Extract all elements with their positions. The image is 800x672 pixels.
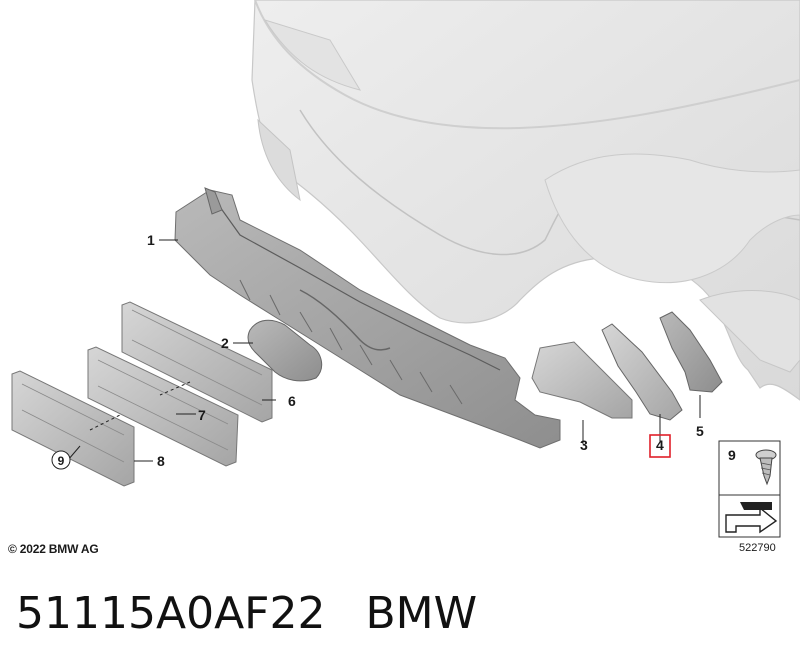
arrow-symbol-icon [725,502,778,534]
callout-9-ring: 9 [51,450,71,470]
callout-3: 3 [580,437,588,453]
hardware-box: 9 [718,440,781,538]
parts-diagram: 1 2 6 7 8 3 4 5 9 9 [11,0,800,538]
screw-icon [755,449,777,486]
part-3-trim-panel [531,341,633,419]
bumper-cover-ghost [251,0,800,401]
part-5-bracket [659,311,723,393]
callout-6: 6 [288,393,296,409]
part-number: 51115A0AF22 [16,588,326,639]
callout-4: 4 [656,437,664,453]
callout-9-ring-label: 9 [58,454,65,468]
part-4-trim-highlighted [601,323,683,421]
brand-name: BMW [365,588,478,639]
part-6-plate-base [121,301,273,423]
diagram-number: 522790 [739,542,776,554]
part-1-lower-grille-carrier [174,187,561,449]
part-2-bracket [247,319,323,382]
copyright-notice: © 2022 BMW AG [8,542,99,556]
part-7-plate-base [87,346,239,467]
callout-7: 7 [198,407,206,423]
callout-9-box: 9 [728,447,736,463]
callout-5: 5 [696,423,704,439]
callout-4-highlight-box [649,434,671,458]
callout-1: 1 [147,232,155,248]
callout-8: 8 [157,453,165,469]
callout-2: 2 [221,335,229,351]
part-8-plate-base [11,370,135,487]
part-footer: 51115A0AF22 BMW [16,588,477,639]
